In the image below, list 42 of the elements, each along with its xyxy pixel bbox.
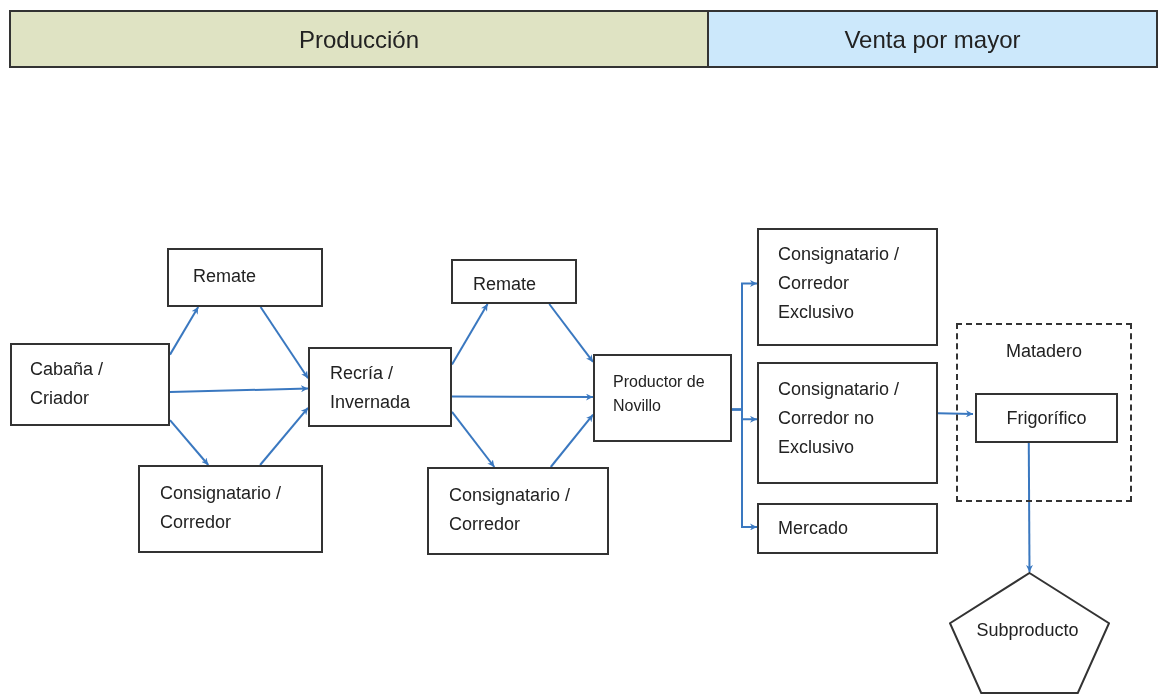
process-box <box>975 393 1118 443</box>
process-box <box>427 467 609 555</box>
group-heading: Matadero <box>1004 340 1083 363</box>
process-box <box>10 343 170 426</box>
process-box <box>451 259 577 304</box>
arrow <box>548 303 594 363</box>
stage-band <box>707 10 1158 68</box>
arrow <box>259 406 309 466</box>
node-label: Cabaña / Criador <box>30 358 105 410</box>
node-label: Remate <box>193 265 258 288</box>
node-label: Subproducto <box>975 619 1080 642</box>
node-label: Mercado <box>778 517 850 540</box>
process-box <box>593 354 732 442</box>
node-label: Producción <box>298 24 420 54</box>
stage-band <box>9 10 709 68</box>
arrow <box>259 306 309 380</box>
node-label: Venta por mayor <box>844 24 1021 54</box>
arrow <box>169 419 210 466</box>
node-label: Consignatario / Corredor <box>160 482 283 534</box>
node-label: Remate <box>473 273 538 296</box>
arrow <box>451 393 594 401</box>
node-label: Frigorífico <box>1005 407 1088 430</box>
process-box <box>167 248 323 307</box>
process-box <box>757 362 938 484</box>
process-box <box>138 465 323 553</box>
node-label: Productor de Novillo <box>613 372 706 416</box>
pentagon-shape <box>949 572 1110 694</box>
process-box <box>757 228 938 346</box>
process-box <box>308 347 452 427</box>
process-box <box>757 503 938 554</box>
arrow <box>451 410 496 468</box>
arrow <box>937 410 974 418</box>
node-label: Consignatario / Corredor no Exclusivo <box>778 378 901 459</box>
group-box <box>956 323 1132 502</box>
arrow <box>451 303 489 366</box>
arrow <box>169 385 309 393</box>
arrow <box>731 408 758 531</box>
node-label: Recría / Invernada <box>330 362 412 414</box>
node-label: Consignatario / Corredor Exclusivo <box>778 243 901 324</box>
node-label: Consignatario / Corredor <box>449 484 572 536</box>
arrow <box>549 413 594 468</box>
arrow <box>169 306 200 356</box>
